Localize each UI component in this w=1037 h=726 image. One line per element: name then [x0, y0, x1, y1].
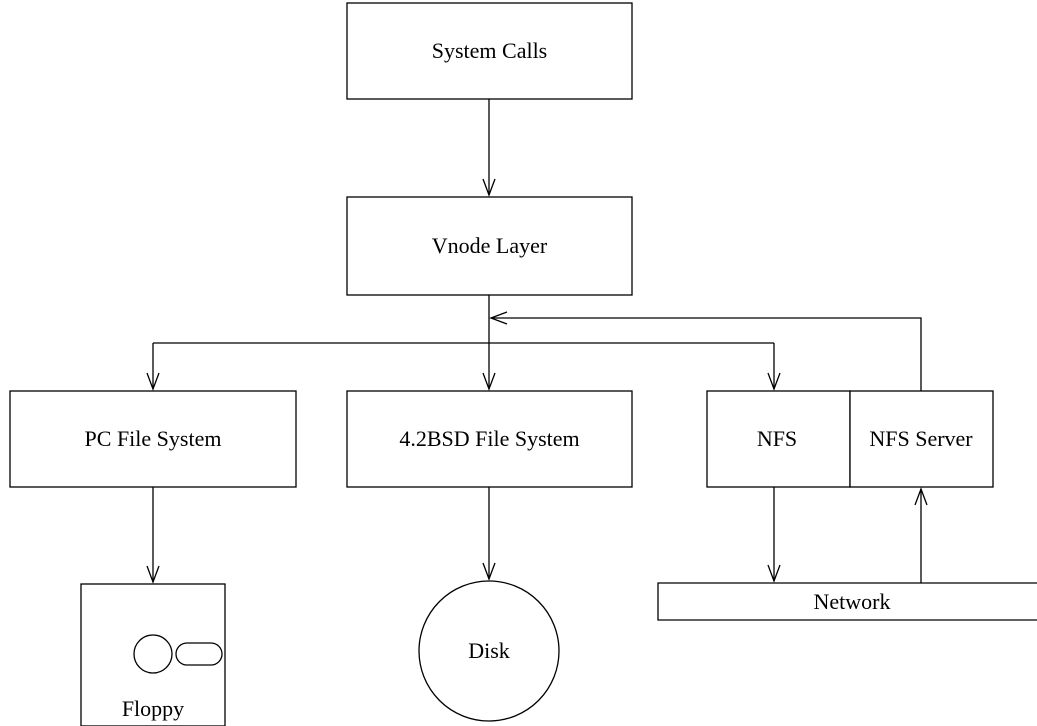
vnode-layer-label: Vnode Layer — [432, 233, 548, 258]
pc-file-system-label: PC File System — [85, 426, 222, 451]
vnode-branch-connector — [153, 295, 774, 344]
floppy-hub-icon — [133, 634, 173, 674]
arrow-nfs-to-network — [767, 487, 781, 583]
floppy-slot-icon — [175, 642, 223, 666]
arrow-nfs-server-to-vnode — [489, 311, 922, 391]
disk-node: Disk — [418, 580, 560, 722]
arrow-syscalls-to-vnode — [482, 99, 496, 197]
pc-file-system-node: PC File System — [9, 390, 297, 488]
arrow-vnode-to-bsd-fs — [482, 343, 496, 391]
arrow-network-to-nfs-server — [914, 487, 928, 583]
arrow-pc-fs-to-floppy — [146, 487, 160, 584]
arrow-vnode-to-nfs — [767, 343, 781, 391]
arrow-bsd-fs-to-disk — [482, 487, 496, 581]
system-calls-node: System Calls — [346, 2, 633, 100]
disk-label: Disk — [468, 638, 510, 663]
system-calls-label: System Calls — [432, 38, 548, 63]
nfs-label: NFS — [757, 426, 797, 451]
nfs-node: NFS — [706, 390, 851, 488]
network-label: Network — [814, 589, 891, 614]
bsd-file-system-label: 4.2BSD File System — [399, 426, 579, 451]
nfs-server-node: NFS Server — [849, 390, 994, 488]
bsd-file-system-node: 4.2BSD File System — [346, 390, 633, 488]
nfs-server-label: NFS Server — [869, 426, 973, 451]
network-node: Network — [657, 582, 1037, 621]
floppy-label: Floppy — [122, 696, 184, 721]
arrow-vnode-to-pc-fs — [146, 343, 160, 391]
floppy-node: Floppy — [80, 583, 226, 726]
vnode-layer-node: Vnode Layer — [346, 196, 633, 296]
